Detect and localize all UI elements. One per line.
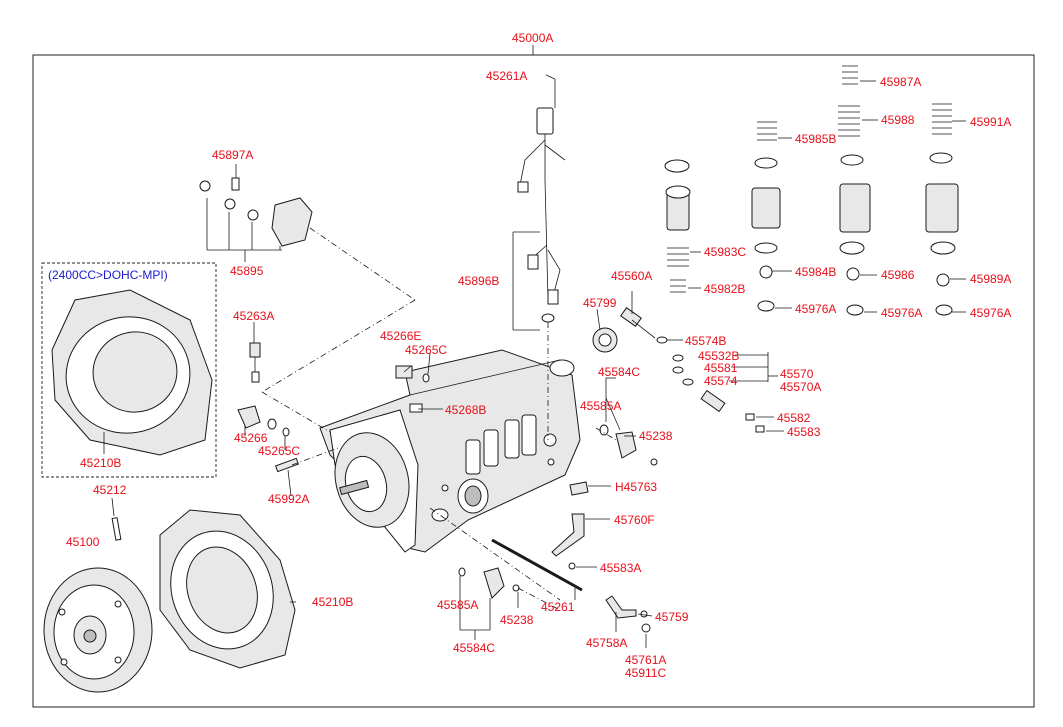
variant-dashed-box xyxy=(41,262,217,478)
assembly-label: 45000A xyxy=(512,31,554,45)
callout-label: 45570 xyxy=(780,367,814,381)
callout-label: 45210B xyxy=(312,595,354,609)
diagram-frame xyxy=(32,54,1035,708)
callout-label: 45261 xyxy=(541,600,575,614)
callout-label: 45584C xyxy=(453,641,496,655)
callout-label: 45265C xyxy=(405,343,448,357)
callout-label: 45581 xyxy=(704,361,738,375)
callout-label: 45583 xyxy=(787,425,821,439)
callout-label: 45265C xyxy=(258,444,301,458)
callout-label: 45911C xyxy=(625,666,667,680)
callout-label: 45585A xyxy=(580,399,622,413)
bell-housing-upper xyxy=(51,289,213,456)
callout-label: 45759 xyxy=(655,610,689,624)
callout-label: 45266E xyxy=(380,329,422,343)
callout-label: 45585A xyxy=(437,598,479,612)
callout-label: 45758A xyxy=(586,636,628,650)
small-parts xyxy=(237,307,765,633)
callout-label: 45238 xyxy=(500,613,534,627)
callout-label: 45532B xyxy=(698,349,740,363)
callout-label: 45263A xyxy=(233,309,275,323)
callout-label: 45212 xyxy=(93,483,127,497)
callout-label: H45763 xyxy=(615,480,658,494)
callout-label: 45210B xyxy=(80,456,122,470)
bell-housing-lower xyxy=(159,509,296,669)
inhibitor-switch xyxy=(199,164,313,262)
callout-label: 45799 xyxy=(583,296,617,310)
callout-label: 45584C xyxy=(598,365,641,379)
callout-label: 45983C xyxy=(704,245,747,259)
accumulator-groups xyxy=(664,65,959,316)
callout-label: 45238 xyxy=(639,429,673,443)
callout-label: 45574 xyxy=(704,374,738,388)
callout-label: 45583A xyxy=(600,561,642,575)
variant-note: (2400CC>DOHC-MPI) xyxy=(48,268,168,282)
wire-harness xyxy=(512,79,566,440)
callout-label: 45574B xyxy=(685,334,727,348)
callout-label: 45266 xyxy=(234,431,268,445)
callout-label: 45895 xyxy=(230,264,264,278)
callout-label: 45976A xyxy=(970,306,1012,320)
phantom-lines xyxy=(261,227,617,611)
callout-label: 45261A xyxy=(486,69,528,83)
callout-label: 45976A xyxy=(881,306,923,320)
callout-label: 45560A xyxy=(611,269,653,283)
transmission-case xyxy=(319,349,581,553)
callout-label: 45760F xyxy=(614,513,655,527)
callout-label: 45988 xyxy=(881,113,915,127)
callout-label: 45897A xyxy=(212,148,254,162)
callout-label: 45570A xyxy=(780,380,822,394)
callout-label: 45989A xyxy=(970,272,1012,286)
leader-lines xyxy=(111,74,966,648)
dowel-pin xyxy=(111,517,122,541)
callout-label: 45986 xyxy=(881,268,915,282)
callout-label: 45982B xyxy=(704,282,746,296)
callout-label: 45976A xyxy=(795,302,837,316)
torque-converter xyxy=(43,567,153,693)
callout-label: 45985B xyxy=(795,132,837,146)
callout-label: 45991A xyxy=(970,115,1012,129)
callout-label: 45761A xyxy=(625,653,667,667)
callout-label: 45992A xyxy=(268,492,310,506)
callout-label: 45984B xyxy=(795,265,837,279)
callout-label: 45896B xyxy=(458,274,500,288)
callout-label: 45268B xyxy=(445,403,487,417)
callout-label: 45100 xyxy=(66,535,100,549)
callout-label: 45987A xyxy=(880,75,922,89)
callout-label: 45582 xyxy=(777,411,811,425)
